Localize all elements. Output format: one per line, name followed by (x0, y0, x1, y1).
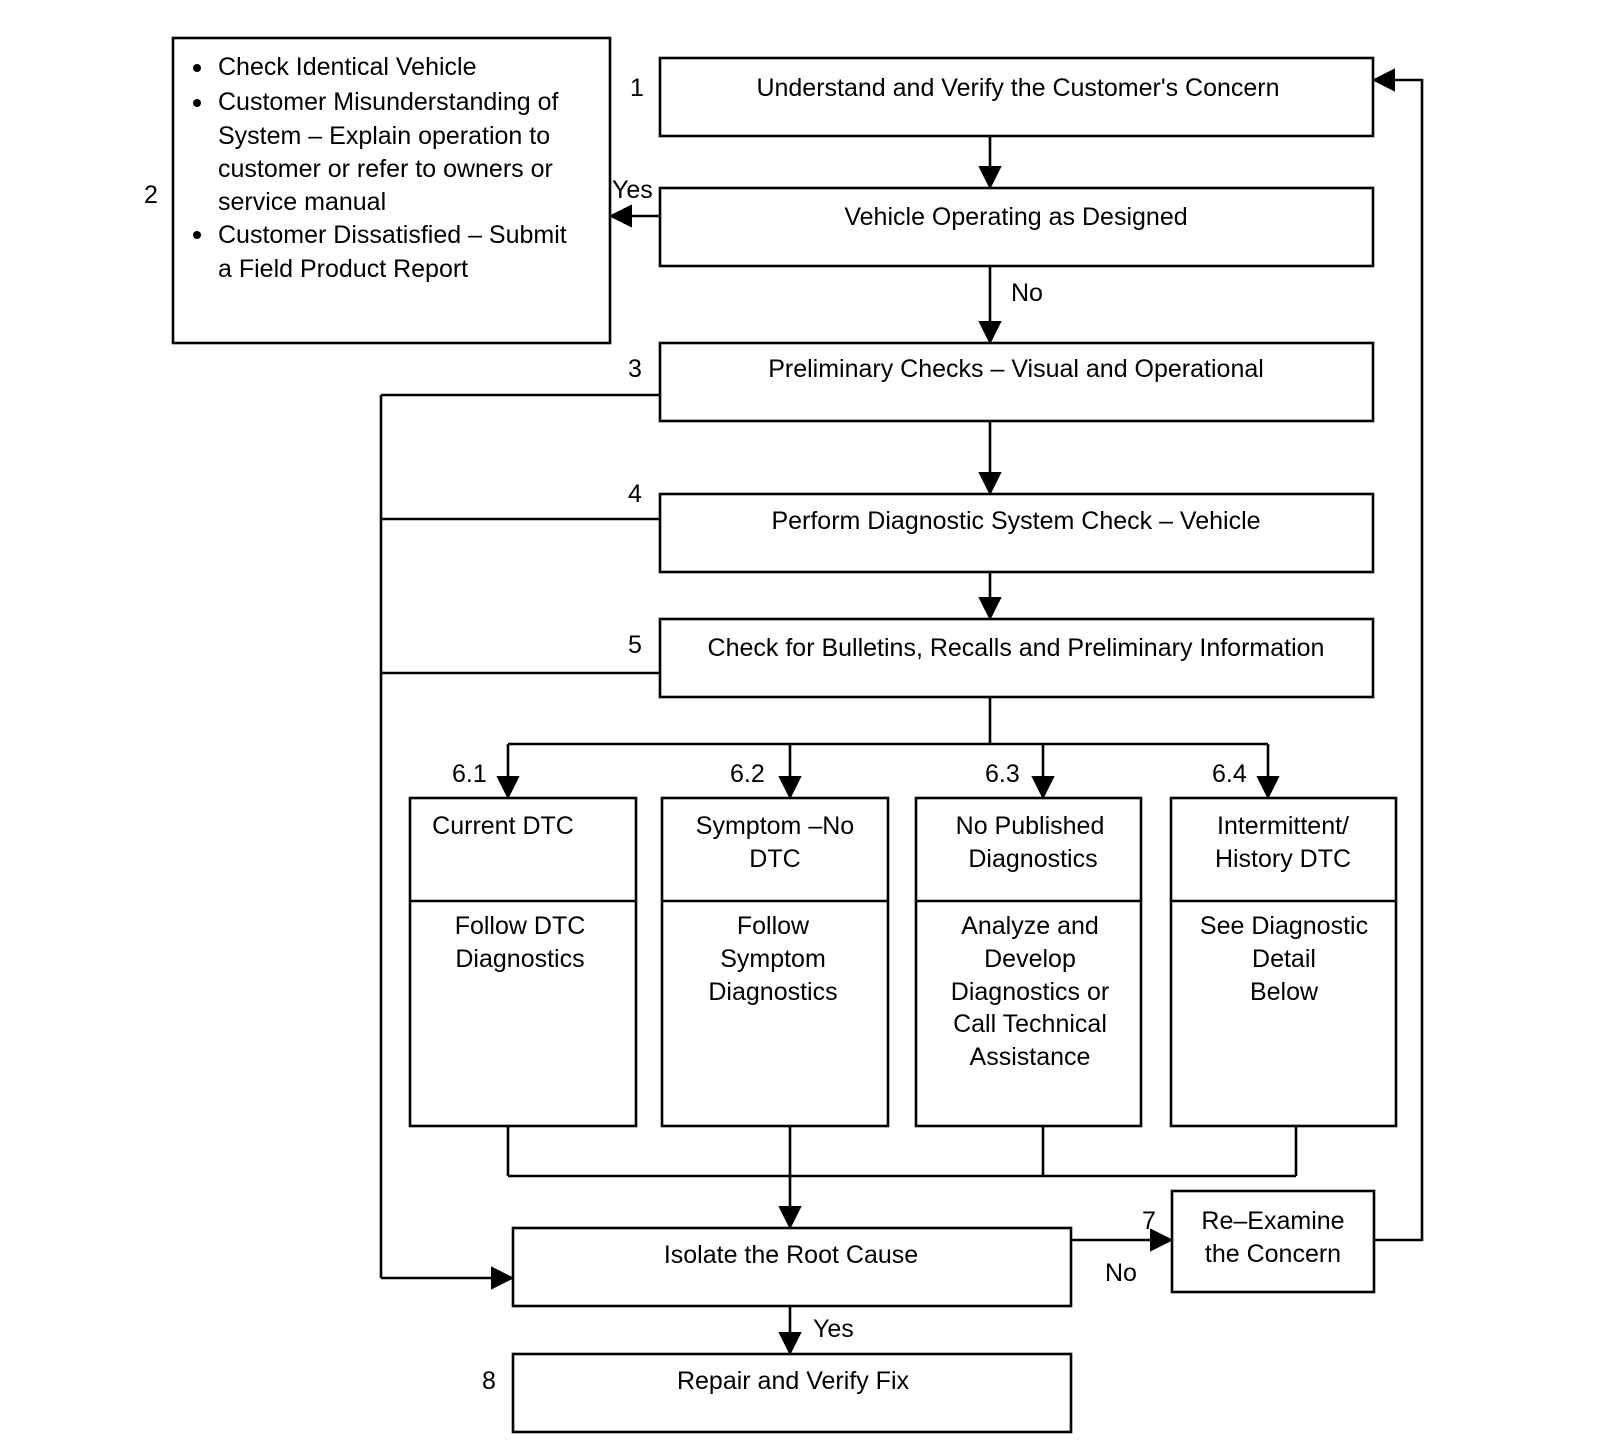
branch-6-2-title: Symptom –No (696, 812, 854, 840)
step-4-box (658, 492, 1375, 574)
branch-6-1: 6.1 Current DTC Follow DTC Diagnostics (408, 760, 638, 1128)
step-4-label: Perform Diagnostic System Check – Vehicl… (771, 507, 1260, 535)
bullet-icon (193, 99, 201, 107)
branch-6-3: 6.3 No Published Diagnostics Analyze and… (914, 760, 1143, 1128)
step-2-bullet-2-line-3: customer or refer to owners or (218, 155, 553, 183)
step-7-number: 7 (1142, 1207, 1156, 1235)
step-8-number: 8 (482, 1367, 496, 1395)
branch-6-2-body: Follow (737, 912, 810, 940)
branch-6-4: 6.4 Intermittent/ History DTC See Diagno… (1169, 760, 1398, 1128)
decision-no-label: No (1011, 279, 1043, 307)
step-8-box (511, 1352, 1073, 1434)
step-2-bullet-2-line-4: service manual (218, 188, 386, 216)
step-2-bullet-3: Customer Dissatisfied – Submit (218, 221, 567, 249)
arrow-step7-to-step1 (1371, 68, 1424, 1242)
step-2-bullet-2-line-2: System – Explain operation to (218, 122, 550, 150)
bullet-icon (193, 231, 201, 239)
step-8-label: Repair and Verify Fix (677, 1367, 910, 1395)
branch-6-1-title: Current DTC (432, 812, 574, 840)
branch-6-3-body: Analyze and (961, 912, 1099, 940)
branch-6-1-body: Diagnostics (455, 945, 584, 973)
step-7-box (1170, 1189, 1376, 1294)
step-2-number: 2 (144, 181, 158, 209)
branch-6-1-number: 6.1 (452, 760, 487, 788)
step-5-box (658, 617, 1375, 699)
step-3-box (658, 341, 1375, 423)
isolate-label: Isolate the Root Cause (664, 1241, 918, 1269)
step-2-box: Check Identical Vehicle Customer Misunde… (171, 36, 612, 345)
step-2-bullet-2: Customer Misunderstanding of (218, 88, 558, 116)
branch-6-4-body: See Diagnostic (1200, 912, 1368, 940)
decision-box (658, 186, 1375, 268)
step-7-label-line-1: Re–Examine (1201, 1207, 1344, 1235)
decision-yes-label: Yes (612, 176, 653, 204)
bullet-icon (193, 64, 201, 72)
decision-label: Vehicle Operating as Designed (844, 203, 1187, 231)
branch-6-2-number: 6.2 (730, 760, 765, 788)
branch-6-3-number: 6.3 (985, 760, 1020, 788)
step-4-number: 4 (628, 480, 642, 508)
branch-6-3-title: No Published (956, 812, 1105, 840)
step-3-number: 3 (628, 355, 642, 383)
branch-6-3-body: Develop (984, 945, 1076, 973)
branch-6-4-body: Below (1250, 978, 1319, 1006)
branch-6-4-number: 6.4 (1212, 760, 1247, 788)
step-3-label: Preliminary Checks – Visual and Operatio… (768, 355, 1264, 383)
step-7-label-line-2: the Concern (1205, 1240, 1341, 1268)
step-5-label: Check for Bulletins, Recalls and Prelimi… (708, 634, 1325, 662)
step-2-bullet-1: Check Identical Vehicle (218, 53, 476, 81)
branch-6-1-body: Follow DTC (455, 912, 586, 940)
step-1-box (658, 56, 1375, 138)
branch-6-4-title: Intermittent/ (1217, 812, 1349, 840)
branch-6-2-body: Diagnostics (708, 978, 837, 1006)
isolate-yes-label: Yes (813, 1315, 854, 1343)
branch-6-3-body: Assistance (970, 1043, 1091, 1071)
step-5-number: 5 (628, 631, 642, 659)
branch-6-3-body: Diagnostics or (951, 978, 1109, 1006)
branch-6-3-title: Diagnostics (968, 845, 1097, 873)
branch-6-4-title: History DTC (1215, 845, 1351, 873)
step-2-bullet-3-line-2: a Field Product Report (218, 255, 468, 283)
isolate-no-label: No (1105, 1259, 1137, 1287)
branch-6-2: 6.2 Symptom –No DTC Follow Symptom Diagn… (660, 760, 890, 1128)
step-1-number: 1 (630, 74, 644, 102)
step-1-label: Understand and Verify the Customer's Con… (756, 74, 1279, 102)
branch-6-3-body: Call Technical (953, 1010, 1107, 1038)
branch-6-4-body: Detail (1252, 945, 1316, 973)
branch-6-2-body: Symptom (720, 945, 826, 973)
branch-6-2-title: DTC (749, 845, 800, 873)
